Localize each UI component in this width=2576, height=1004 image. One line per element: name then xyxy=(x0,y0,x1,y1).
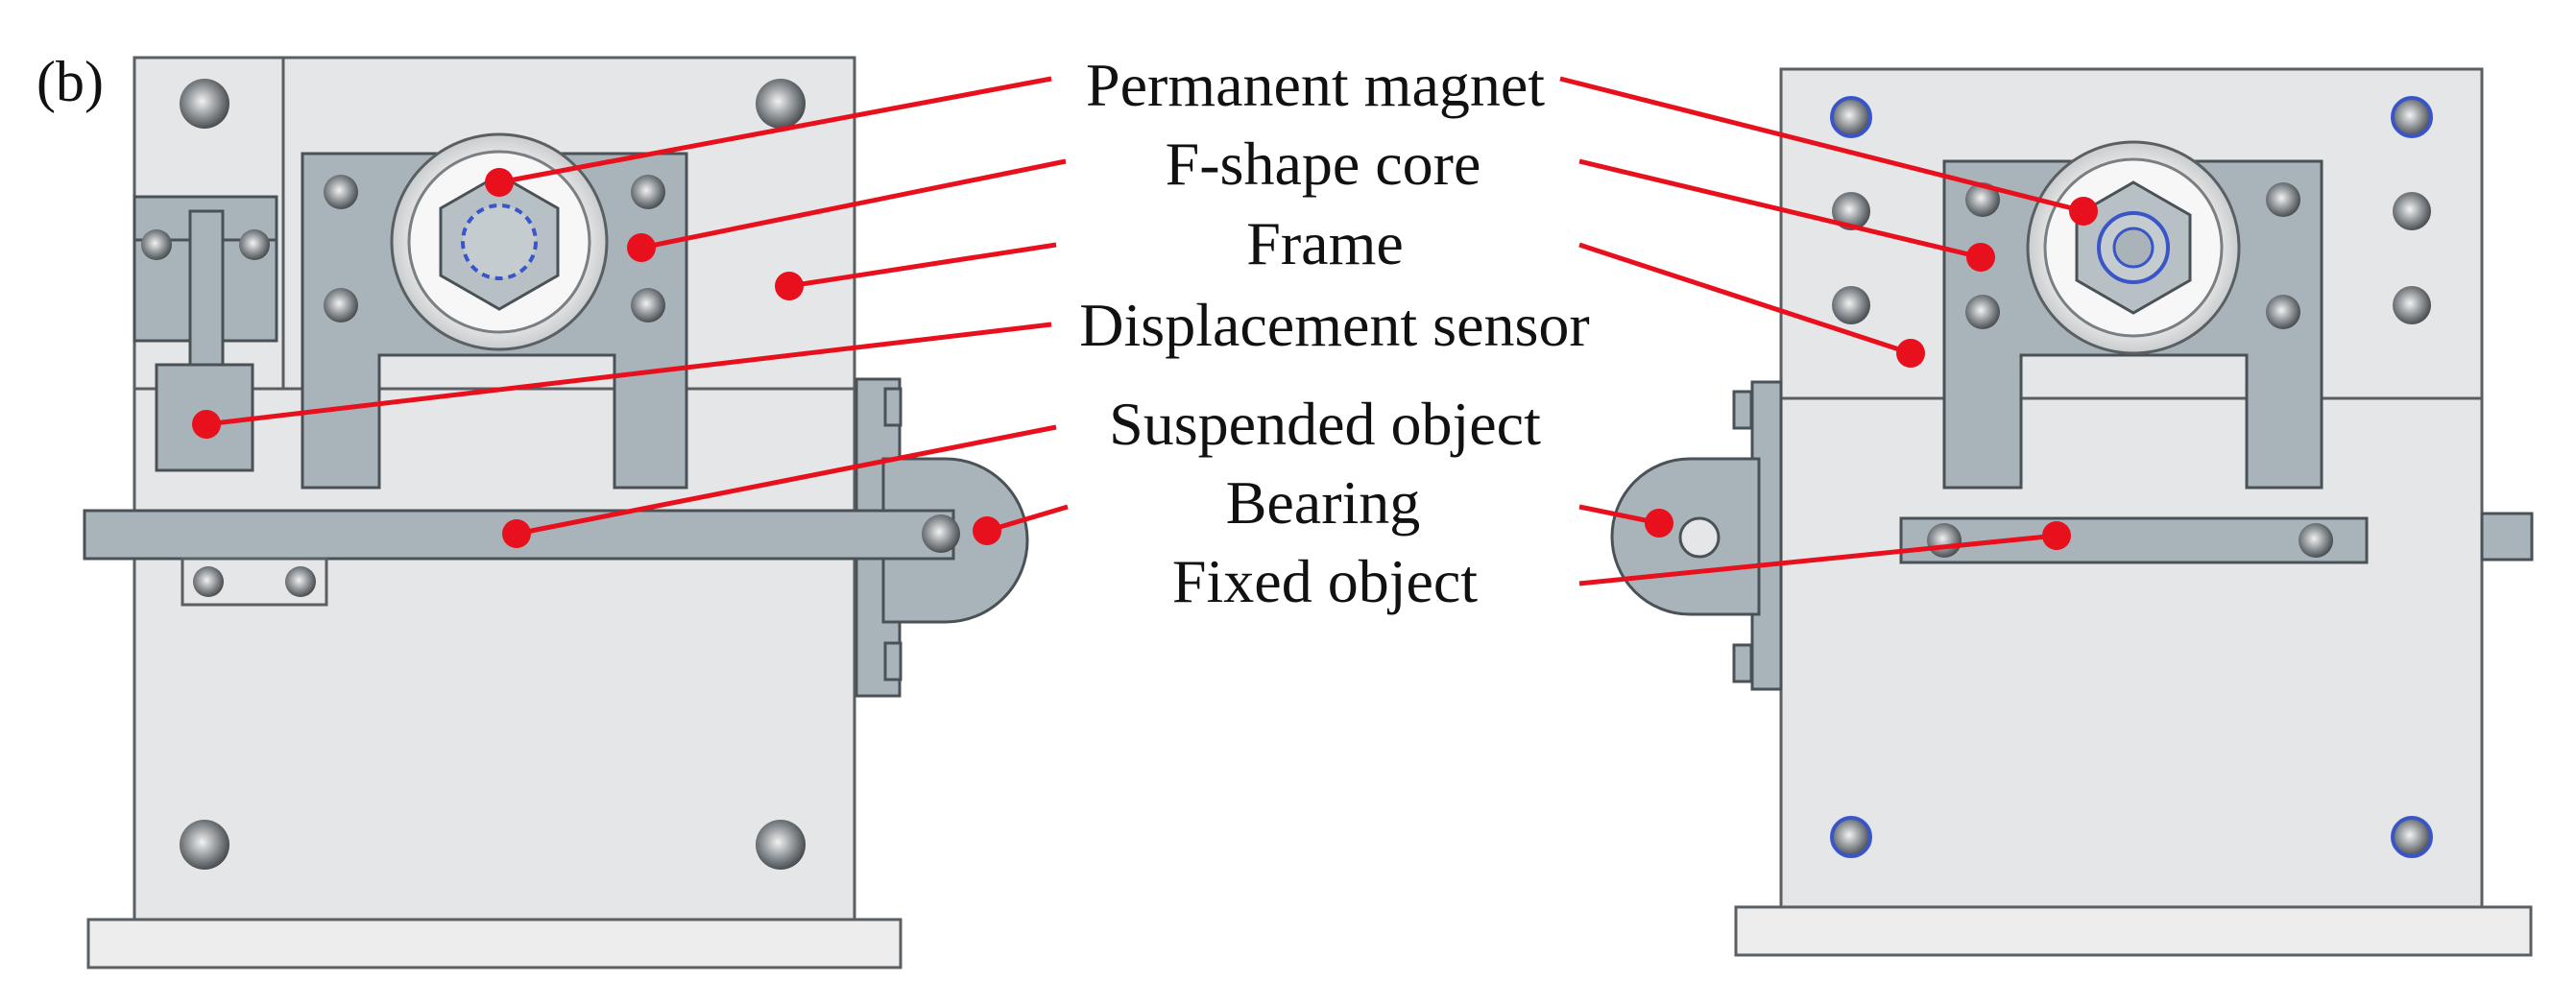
left-core-bolt xyxy=(324,288,358,323)
left-clamp-bolt xyxy=(285,566,316,597)
right-frame-bolt xyxy=(2393,286,2431,324)
leader-permanent-magnet-left xyxy=(498,76,1052,185)
left-core-bolt xyxy=(324,175,358,209)
leader-dot xyxy=(1966,243,1995,272)
leader-dot xyxy=(627,233,656,262)
leader-dot xyxy=(2069,197,2098,226)
left-magnet-center xyxy=(461,203,538,280)
right-shaft-stub xyxy=(2480,512,2534,562)
right-bracket-nut xyxy=(1732,643,1753,683)
label-bearing: Bearing xyxy=(1226,468,1421,537)
leader-suspended-object xyxy=(516,424,1057,537)
left-bracket-nut xyxy=(883,641,903,681)
leader-permanent-magnet-right xyxy=(1559,76,2084,214)
leader-dot xyxy=(1645,509,1673,538)
right-frame-bolt xyxy=(2393,192,2431,230)
leader-dot xyxy=(502,519,531,548)
right-fixed-bolt xyxy=(2299,523,2333,558)
left-beam-bolt xyxy=(922,514,960,553)
right-frame-lower xyxy=(1779,396,2484,909)
right-base-plate xyxy=(1734,905,2533,957)
left-bracket-nut xyxy=(883,387,903,427)
right-core-bolt xyxy=(2266,295,2300,329)
leader-f-shape-core-left xyxy=(640,158,1067,251)
left-sensor-shaft xyxy=(188,209,225,367)
right-core-bolt xyxy=(1965,182,2000,217)
left-base-plate xyxy=(86,918,903,969)
right-bracket-nut xyxy=(1732,390,1753,430)
right-frame-bolt xyxy=(1830,96,1872,138)
left-clamp-bolt xyxy=(193,566,224,597)
right-assembly xyxy=(1610,67,2534,957)
left-frame-bolt xyxy=(756,820,806,870)
right-frame-bolt xyxy=(1830,816,1872,858)
leader-dot xyxy=(192,410,221,439)
right-bearing xyxy=(1678,516,1721,559)
leader-dot xyxy=(973,516,1001,545)
left-bracket-bolt xyxy=(141,229,172,260)
right-core-bolt xyxy=(2266,182,2300,217)
leader-lines xyxy=(192,76,2098,586)
left-bracket-bolt xyxy=(239,229,270,260)
leader-displacement-sensor xyxy=(205,322,1052,427)
left-frame-bolt xyxy=(180,79,229,129)
right-frame-bolt xyxy=(2391,96,2433,138)
left-assembly xyxy=(83,56,1029,969)
leader-fixed-object xyxy=(1578,533,2058,586)
leader-dot xyxy=(775,272,804,300)
right-fixed-object xyxy=(1899,516,2369,564)
leader-frame-right xyxy=(1578,242,1912,356)
leader-dot xyxy=(2042,521,2071,550)
leader-dot xyxy=(1896,339,1925,368)
leader-f-shape-core-right xyxy=(1578,158,1982,260)
right-frame-bolt xyxy=(1832,192,1870,230)
left-core-bolt xyxy=(631,288,665,323)
label-permanent-magnet: Permanent magnet xyxy=(1086,51,1545,119)
left-frame-bolt xyxy=(756,79,806,129)
right-frame-bolt xyxy=(1832,286,1870,324)
right-core-bolt xyxy=(1965,295,2000,329)
left-frame-lower xyxy=(132,387,856,921)
label-suspended-object: Suspended object xyxy=(1109,390,1541,458)
leader-dot xyxy=(485,168,514,197)
left-core-bolt xyxy=(631,175,665,209)
label-frame: Frame xyxy=(1246,209,1404,277)
panel-label: (b) xyxy=(36,50,104,113)
label-f-shape-core: F-shape core xyxy=(1166,130,1481,198)
right-frame-bolt xyxy=(2391,816,2433,858)
label-displacement-sensor: Displacement sensor xyxy=(1079,291,1589,359)
leader-frame-left xyxy=(788,242,1057,289)
label-fixed-object: Fixed object xyxy=(1172,547,1478,615)
right-fixed-bolt xyxy=(1927,523,1962,558)
left-frame-bolt xyxy=(180,820,229,870)
right-magnet-core xyxy=(2112,227,2155,269)
